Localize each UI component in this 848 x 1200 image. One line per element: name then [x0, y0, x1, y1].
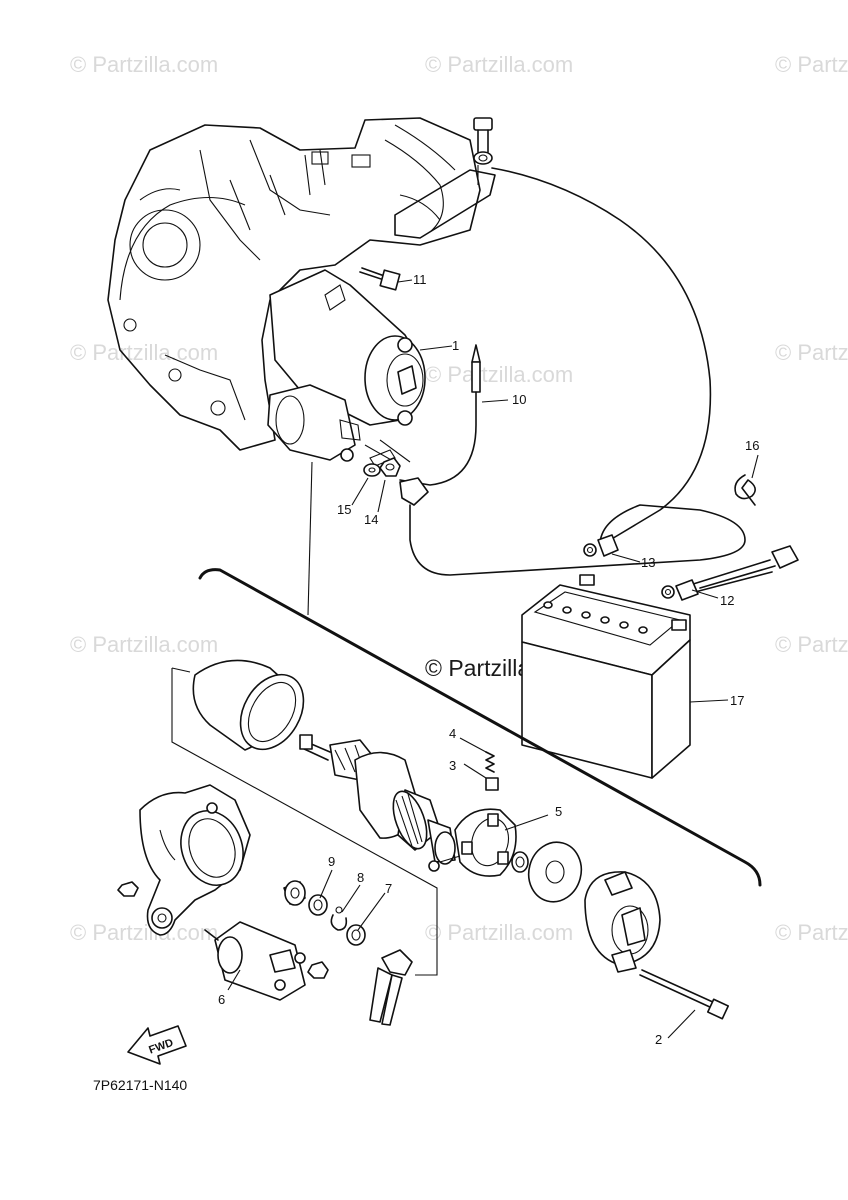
exploded-outline	[171, 668, 438, 976]
ground-bracket	[394, 117, 496, 239]
rear-cover	[584, 871, 661, 973]
clip-16	[734, 474, 756, 506]
callout-11: 11	[413, 272, 427, 287]
callout-17: 17	[730, 693, 744, 708]
watermark: © Partzilla.com	[775, 340, 848, 365]
callout-13: 13	[641, 555, 655, 570]
watermark: © Partzilla.com	[425, 362, 573, 387]
watermark: © Partzilla.com	[70, 920, 218, 945]
callout-15: 15	[337, 502, 351, 517]
yoke-housing	[192, 659, 305, 751]
callout-7: 7	[385, 881, 392, 896]
positive-cable	[661, 545, 799, 601]
fwd-arrow: FWD	[127, 1025, 187, 1065]
watermark: © Partzilla.com	[775, 52, 848, 77]
engine-block	[107, 117, 481, 451]
callout-12: 12	[720, 593, 734, 608]
callout-1: 1	[452, 338, 459, 353]
bushing	[283, 880, 306, 906]
diagram-code: 7P62171-N140	[93, 1077, 187, 1093]
watermark: © Partzilla.com	[775, 920, 848, 945]
solenoid-6	[204, 921, 329, 1001]
callout-9: 9	[328, 854, 335, 869]
ground-cable	[491, 167, 712, 557]
small-nut	[117, 881, 139, 897]
callouts: 1 2 3 4 5 6 7 8 9 10 11 12 13 14 15 16 1…	[218, 272, 759, 1047]
starter-motor-assembled	[267, 269, 426, 462]
callout-4: 4	[449, 726, 456, 741]
watermark: © Partzilla.com	[425, 920, 573, 945]
explode-leader	[307, 461, 313, 616]
callout-2: 2	[655, 1032, 662, 1047]
exploded-view-bracket	[198, 568, 762, 887]
nut-14	[379, 457, 401, 477]
callout-5: 5	[555, 804, 562, 819]
washer-9	[308, 894, 328, 916]
front-cover	[139, 784, 251, 936]
brush-holder-5	[428, 808, 517, 877]
spring-4	[485, 751, 495, 773]
shift-lever	[369, 949, 413, 1026]
watermark: © Partzilla.com	[425, 52, 573, 77]
callout-3: 3	[449, 758, 456, 773]
watermark: © Partzilla.com	[775, 632, 848, 657]
brush-3	[485, 777, 499, 791]
battery-17	[521, 574, 691, 779]
washer-15	[363, 463, 381, 477]
bolt-11	[359, 267, 401, 291]
bracket-washer	[473, 151, 493, 165]
callout-6: 6	[218, 992, 225, 1007]
callout-16: 16	[745, 438, 759, 453]
starter-cable	[364, 344, 746, 576]
callout-leaders	[227, 279, 759, 1039]
callout-14: 14	[364, 512, 378, 527]
shim-washer	[527, 841, 583, 903]
callout-8: 8	[357, 870, 364, 885]
through-bolt-2	[639, 969, 730, 1020]
washer-7	[346, 924, 366, 946]
watermark: © Partzilla.com	[70, 340, 218, 365]
watermark-group: © Partzilla.com © Partzilla.com © Partzi…	[70, 52, 848, 945]
armature	[299, 734, 456, 865]
watermark: © Partzilla.com	[70, 52, 218, 77]
callout-10: 10	[512, 392, 526, 407]
bracket-bolt-head	[473, 117, 493, 131]
clip-8	[330, 906, 348, 931]
watermark: © Partzilla.com	[70, 632, 218, 657]
thrust-washer	[511, 851, 529, 873]
